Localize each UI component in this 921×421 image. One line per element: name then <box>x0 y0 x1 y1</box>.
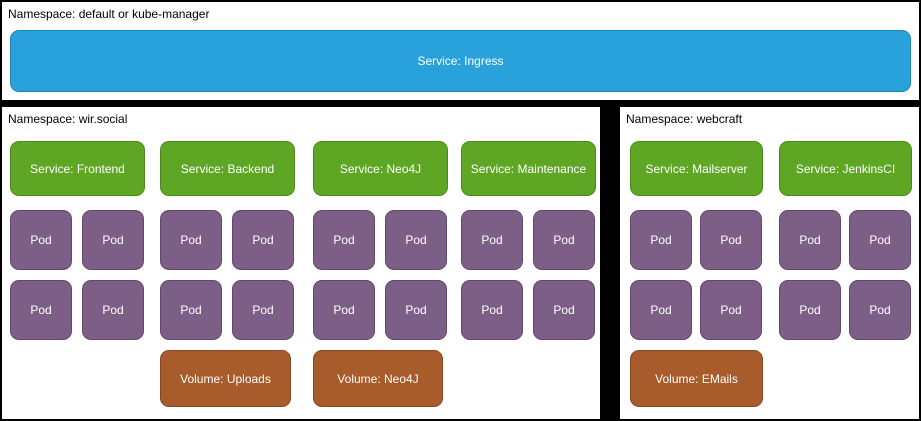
pod-box: Pod <box>385 280 447 340</box>
pod-box: Pod <box>160 210 222 270</box>
service-box-maintenance: Service: Maintenance <box>461 141 596 196</box>
namespace-panel-default: Namespace: default or kube-manager Servi… <box>2 2 919 100</box>
pod-box: Pod <box>849 210 911 270</box>
service-box-frontend: Service: Frontend <box>10 141 145 196</box>
namespace-label-webcraft: Namespace: webcraft <box>626 112 743 126</box>
pod-box: Pod <box>82 210 144 270</box>
pod-box: Pod <box>313 280 375 340</box>
namespace-panel-webcraft: Namespace: webcraft Service: Mailserver … <box>620 107 919 419</box>
pod-box: Pod <box>385 210 447 270</box>
pod-box: Pod <box>849 280 911 340</box>
pod-box: Pod <box>461 280 523 340</box>
volume-box-uploads: Volume: Uploads <box>160 350 291 407</box>
service-box-mailserver: Service: Mailserver <box>630 141 763 196</box>
pod-box: Pod <box>700 210 762 270</box>
namespace-label-wirsocial: Namespace: wir.social <box>8 112 128 126</box>
pod-box: Pod <box>232 210 294 270</box>
pod-box: Pod <box>630 280 692 340</box>
volume-box-emails: Volume: EMails <box>630 350 763 407</box>
service-box-neo4j: Service: Neo4J <box>313 141 448 196</box>
service-box-backend: Service: Backend <box>160 141 295 196</box>
pod-box: Pod <box>533 280 595 340</box>
pod-box: Pod <box>82 280 144 340</box>
pod-box: Pod <box>779 210 841 270</box>
volume-box-neo4j: Volume: Neo4J <box>313 350 443 407</box>
service-box-ingress: Service: Ingress <box>10 30 911 92</box>
pod-box: Pod <box>313 210 375 270</box>
service-box-jenkinsci: Service: JenkinsCI <box>779 141 912 196</box>
pod-box: Pod <box>232 280 294 340</box>
pod-box: Pod <box>630 210 692 270</box>
pod-box: Pod <box>533 210 595 270</box>
pod-box: Pod <box>700 280 762 340</box>
pod-box: Pod <box>10 280 72 340</box>
namespace-panel-wirsocial: Namespace: wir.social Service: Frontend … <box>2 107 600 419</box>
pod-box: Pod <box>461 210 523 270</box>
pod-box: Pod <box>160 280 222 340</box>
pod-box: Pod <box>779 280 841 340</box>
pod-box: Pod <box>10 210 72 270</box>
namespace-label-default: Namespace: default or kube-manager <box>8 7 210 21</box>
